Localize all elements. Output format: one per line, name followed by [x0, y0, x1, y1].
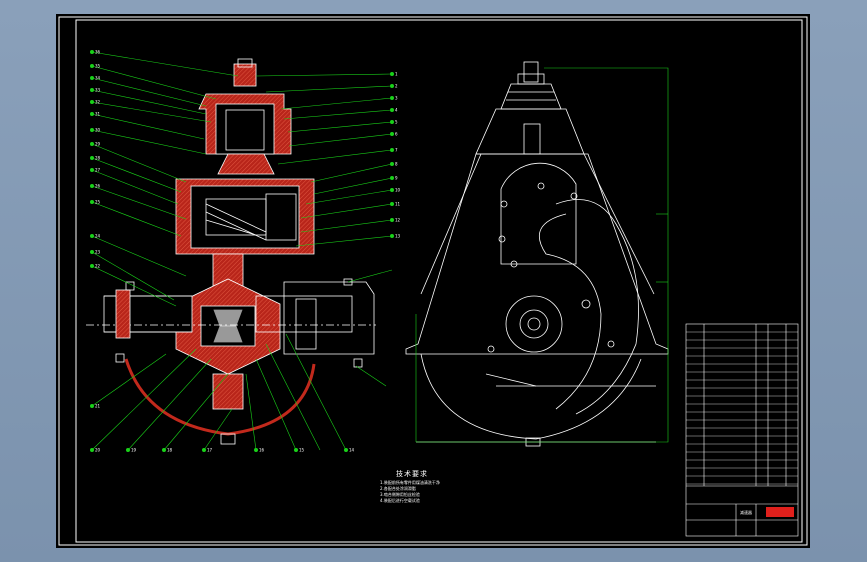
- parts-list-table: [685, 323, 799, 537]
- note-line: 3.啮合侧隙用铅丝检验: [380, 492, 420, 497]
- callout-number: 31: [95, 112, 101, 117]
- leader-lines-left: [91, 51, 239, 307]
- callout-dot: [390, 96, 394, 100]
- callout-dot: [390, 218, 394, 222]
- callout-number: 22: [95, 264, 101, 269]
- callout-dot: [202, 448, 206, 452]
- callout-number: 8: [395, 162, 398, 167]
- title-stamp: [766, 507, 794, 517]
- callout-dot: [90, 156, 94, 160]
- callout-dot: [90, 448, 94, 452]
- callout-number: 25: [95, 200, 101, 205]
- callout-dot: [90, 76, 94, 80]
- note-line: 2.各配合处涂润滑脂: [380, 486, 416, 491]
- callout-number: 13: [395, 234, 401, 239]
- callout-number: 21: [95, 404, 101, 409]
- callout-dot: [90, 250, 94, 254]
- callout-number: 36: [95, 50, 101, 55]
- callout-labels-bottom: 21 20 19 18 17 16 15 14: [90, 404, 355, 453]
- callout-number: 24: [95, 234, 101, 239]
- callout-dot: [390, 162, 394, 166]
- callout-dot: [390, 132, 394, 136]
- callout-number: 10: [395, 188, 401, 193]
- callout-number: 1: [395, 72, 398, 77]
- callout-dot: [390, 84, 394, 88]
- callout-dot: [390, 202, 394, 206]
- callout-dot: [390, 188, 394, 192]
- callout-number: 19: [131, 448, 137, 453]
- callout-number: 11: [395, 202, 401, 207]
- callout-dot: [90, 234, 94, 238]
- callout-dot: [390, 176, 394, 180]
- callout-number: 26: [95, 184, 101, 189]
- callout-dot: [90, 88, 94, 92]
- callout-dot: [90, 100, 94, 104]
- callout-number: 18: [167, 448, 173, 453]
- callout-number: 17: [207, 448, 213, 453]
- callout-dot: [90, 50, 94, 54]
- callout-number: 6: [395, 132, 398, 137]
- callout-dot: [90, 128, 94, 132]
- callout-dot: [390, 72, 394, 76]
- callout-dot: [390, 120, 394, 124]
- notes-title: 技术要求: [396, 470, 428, 478]
- callout-number: 15: [299, 448, 305, 453]
- callout-dot: [390, 234, 394, 238]
- callout-number: 29: [95, 142, 101, 147]
- callout-dot: [90, 200, 94, 204]
- inner-frame: [75, 19, 803, 543]
- callout-dot: [90, 404, 94, 408]
- callout-number: 32: [95, 100, 101, 105]
- callout-number: 28: [95, 156, 101, 161]
- note-line: 4.装配后进行空载试验: [380, 498, 420, 503]
- drawing-name: 减速器: [740, 510, 752, 515]
- leader-lines-right: [255, 73, 393, 283]
- elevation-view: [405, 61, 669, 447]
- dimension-lines: [415, 67, 669, 443]
- note-line: 1.装配前所有零件用煤油清洗干净: [380, 480, 440, 485]
- callout-number: 5: [395, 120, 398, 125]
- title-block: [686, 485, 798, 536]
- callout-number: 4: [395, 108, 398, 113]
- callout-number: 34: [95, 76, 101, 81]
- callout-number: 23: [95, 250, 101, 255]
- callout-number: 16: [259, 448, 265, 453]
- callout-dot: [390, 148, 394, 152]
- callout-labels-left: 36 35 34 33 32 31 30 29 28 27 26 25 24 23 22: [90, 50, 101, 269]
- callout-number: 9: [395, 176, 398, 181]
- callout-number: 2: [395, 84, 398, 89]
- callout-number: 35: [95, 64, 101, 69]
- callout-number: 33: [95, 88, 101, 93]
- callout-dot: [90, 168, 94, 172]
- callout-number: 30: [95, 128, 101, 133]
- callout-number: 27: [95, 168, 101, 173]
- bolt-holes: [487, 182, 615, 353]
- section-view: [86, 58, 376, 445]
- parts-list-rows: [686, 331, 798, 485]
- leader-lines-bottom: [91, 333, 387, 451]
- callout-dot: [344, 448, 348, 452]
- callout-dot: [254, 448, 258, 452]
- outer-frame: [58, 16, 808, 546]
- callout-dot: [294, 448, 298, 452]
- callout-dot: [90, 142, 94, 146]
- callout-number: 20: [95, 448, 101, 453]
- callout-dot: [390, 108, 394, 112]
- callout-dot: [90, 112, 94, 116]
- callout-number: 3: [395, 96, 398, 101]
- callout-number: 12: [395, 218, 401, 223]
- callout-dot: [90, 64, 94, 68]
- callout-number: 7: [395, 148, 398, 153]
- callout-dot: [126, 448, 130, 452]
- callout-dot: [90, 264, 94, 268]
- technical-notes: 1.装配前所有零件用煤油清洗干净 2.各配合处涂润滑脂 3.啮合侧隙用铅丝检验 …: [380, 480, 510, 504]
- callout-number: 14: [349, 448, 355, 453]
- callout-dot: [162, 448, 166, 452]
- callout-dot: [90, 184, 94, 188]
